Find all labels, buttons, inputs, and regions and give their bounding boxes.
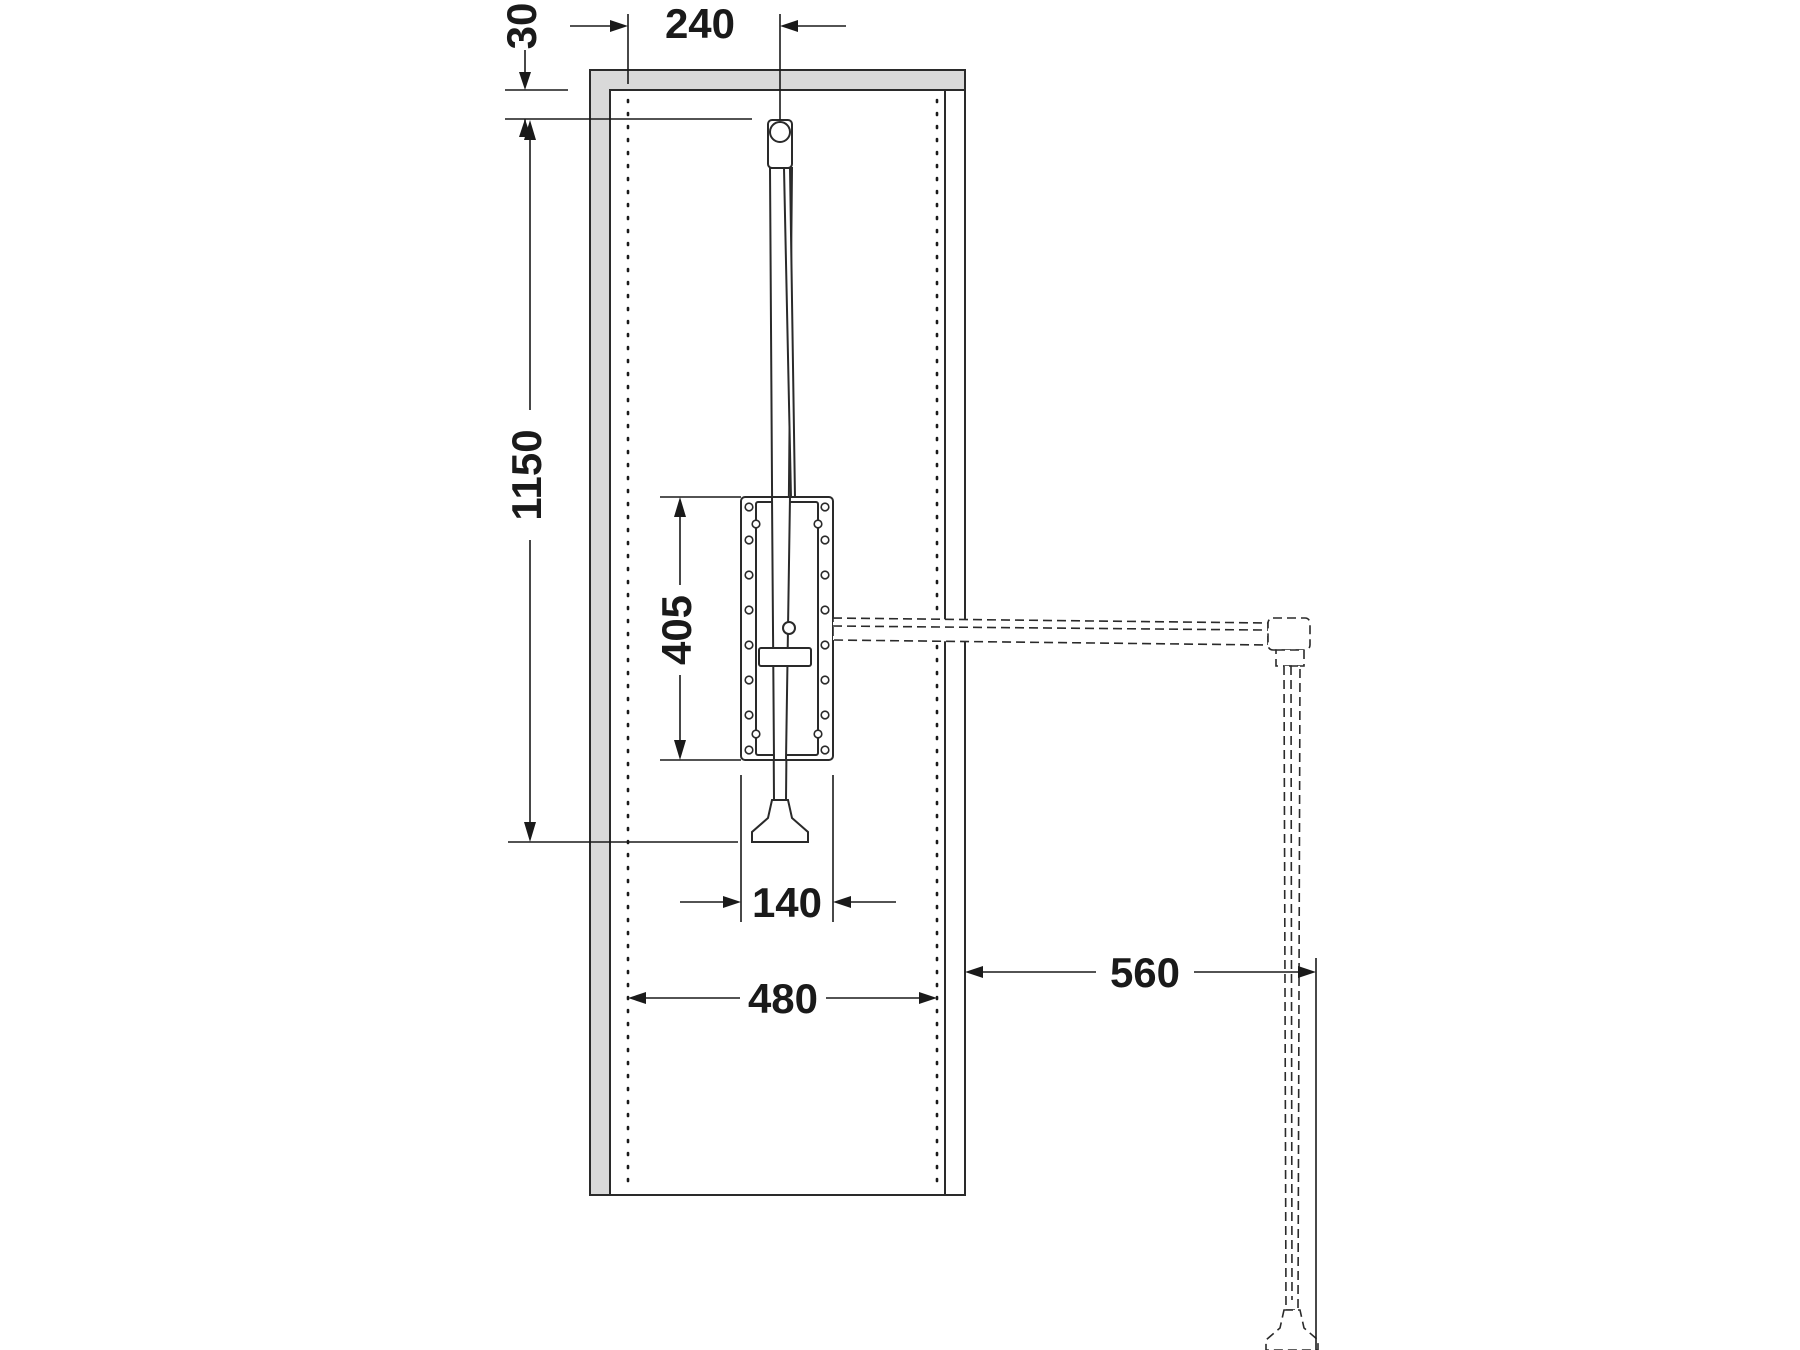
dim-560-arrow-right <box>1298 966 1316 978</box>
dim-140-arrow-right <box>723 896 741 908</box>
wardrobe-lift-retracted <box>740 119 834 843</box>
extended-gas-strut <box>1290 665 1293 1301</box>
bracket-screw-holes <box>744 502 830 755</box>
dim-label-bracket-width: 140 <box>752 879 822 926</box>
dim-140-arrow-left <box>833 896 851 908</box>
dim-1150-arrow-up <box>524 120 536 140</box>
dim-label-height: 1150 <box>503 429 550 520</box>
extended-pivot-housing <box>1267 617 1311 651</box>
bracket-arm-section <box>770 496 792 761</box>
dim-label-bracket-height: 405 <box>653 595 700 665</box>
dim-480-arrow-left <box>628 992 646 1004</box>
extended-arm-horizontal <box>832 617 1269 646</box>
dim-240-arrow-left <box>780 20 798 32</box>
extended-pivot-neck <box>1275 649 1305 667</box>
dimension-lines <box>505 14 1317 1350</box>
adjustment-screw-icon <box>782 621 796 635</box>
dim-240-arrow-right <box>610 20 628 32</box>
dim-30-arrow-down <box>519 72 531 90</box>
dim-560-arrow-left <box>965 966 983 978</box>
adjustment-lever <box>758 647 812 667</box>
dim-label-extension: 560 <box>1110 949 1180 996</box>
wardrobe-lift-extended <box>832 617 1319 1350</box>
lift-pivot-icon <box>769 121 791 143</box>
extended-arm-horizontal-inner <box>832 625 1263 631</box>
dim-405-arrow-up <box>674 497 686 517</box>
lift-handle-icon <box>751 799 809 843</box>
dim-1150-arrow-down <box>524 822 536 842</box>
dim-label-rail-offset: 240 <box>665 0 735 47</box>
dim-405-arrow-down <box>674 740 686 760</box>
dim-label-top-offset: 30 <box>498 3 545 50</box>
dimension-labels: 30 240 1150 405 140 480 560 <box>498 0 1180 1022</box>
mounting-bracket <box>740 496 834 761</box>
dim-label-inner-width: 480 <box>748 975 818 1022</box>
cabinet-right-panel <box>944 89 966 1196</box>
dim-480-arrow-right <box>919 992 937 1004</box>
extended-handle-icon <box>1265 1309 1319 1350</box>
cabinet <box>589 69 966 1196</box>
